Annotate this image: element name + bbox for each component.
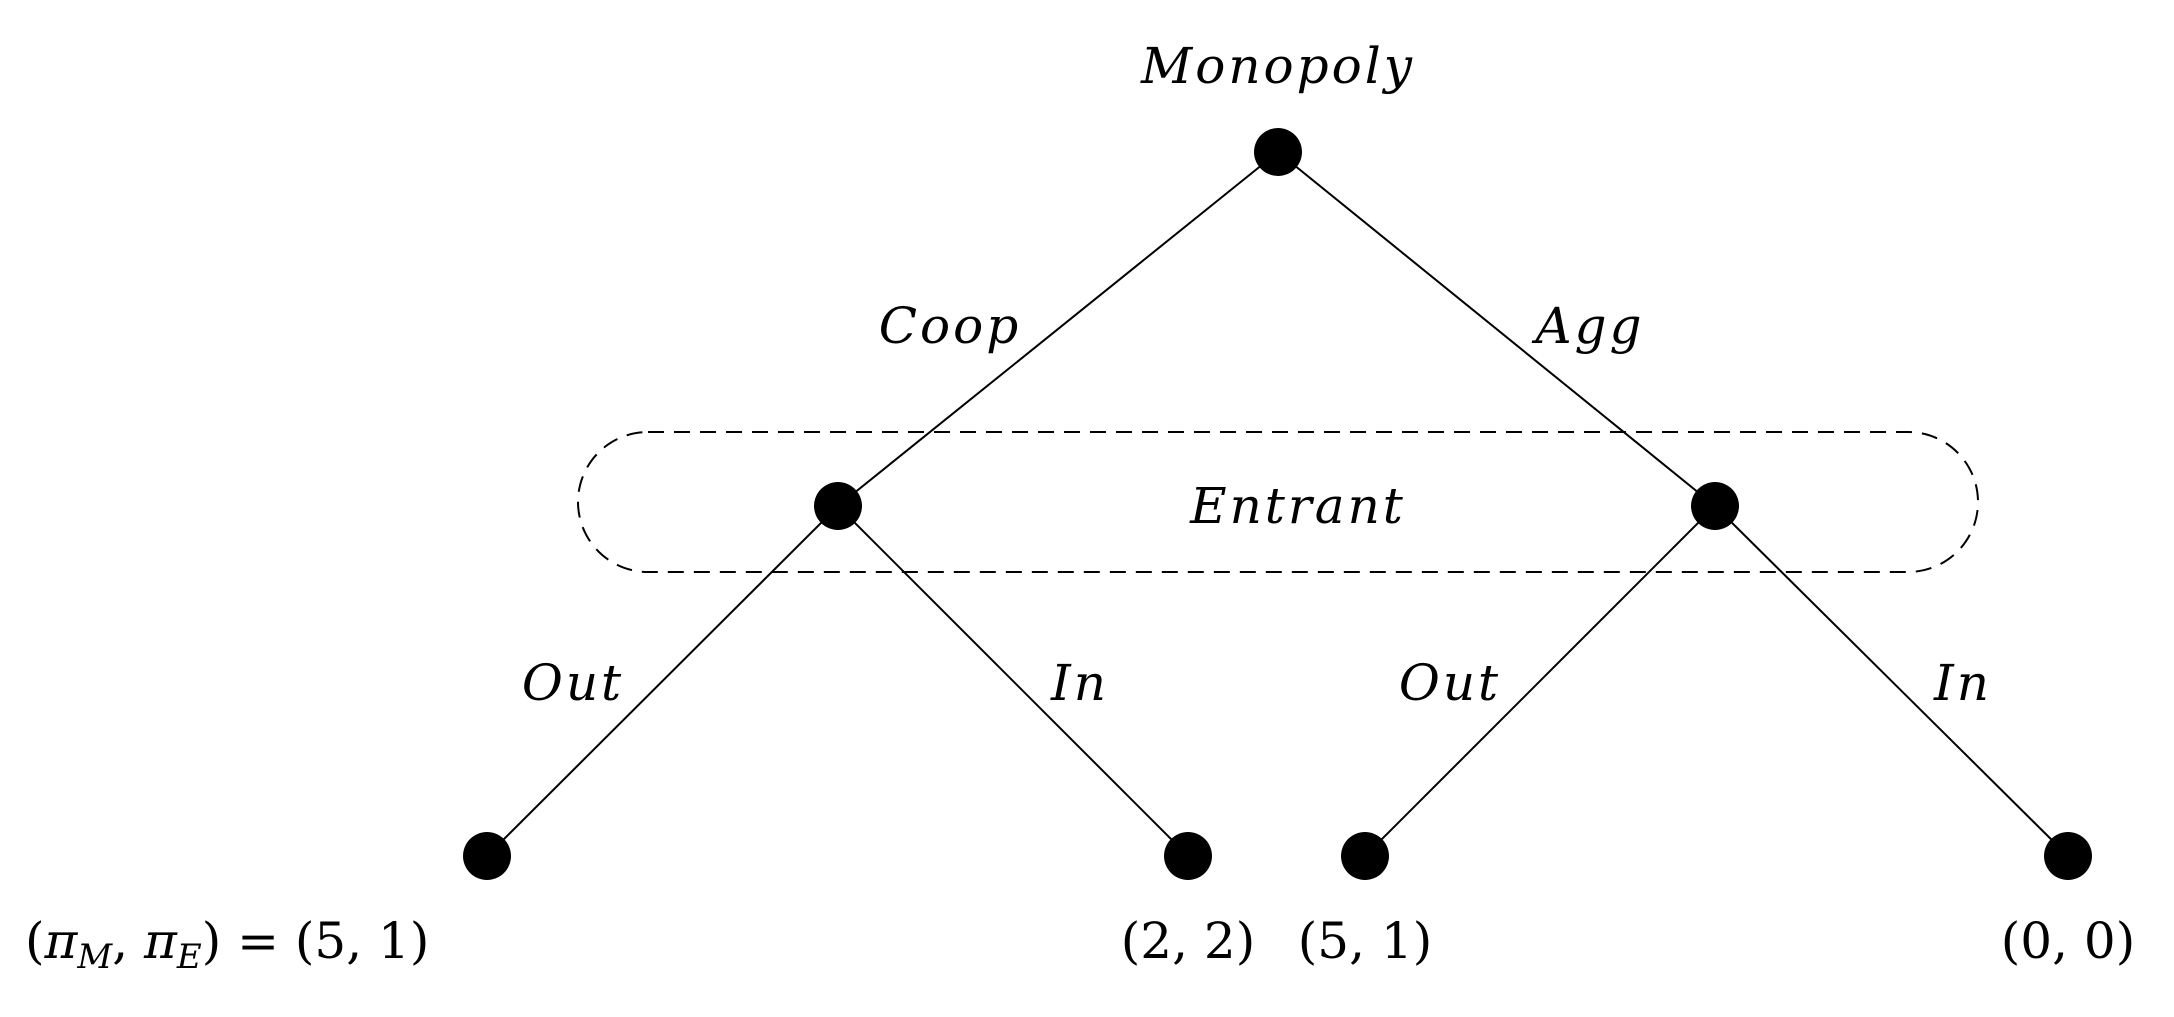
payoff-agg-in: (0, 0)	[2001, 912, 2135, 970]
entrant-node-agg	[1691, 482, 1739, 530]
action-label-coop-in: In	[1050, 654, 1109, 712]
edge-coop-out	[486, 505, 839, 857]
action-label-coop-out: Out	[522, 654, 624, 712]
action-label-coop: Coop	[879, 297, 1021, 355]
action-label-agg-out: Out	[1399, 654, 1501, 712]
terminal-node-agg-out	[1341, 832, 1389, 880]
edge-coop	[837, 151, 1279, 507]
action-label-agg: Agg	[1531, 297, 1644, 355]
edge-agg	[1277, 151, 1716, 507]
payoff-coop-in: (2, 2)	[1121, 912, 1255, 970]
root-player-label: Monopoly	[1140, 37, 1415, 95]
payoff-coop-out: (πM, πE) = (5, 1)	[25, 912, 429, 977]
edge-coop-in	[837, 505, 1189, 857]
root-node	[1254, 128, 1302, 176]
action-label-agg-in: In	[1933, 654, 1992, 712]
edge-agg-in	[1714, 505, 2069, 857]
infoset-player-label: Entrant	[1189, 477, 1406, 535]
entrant-node-coop	[814, 482, 862, 530]
terminal-node-coop-in	[1164, 832, 1212, 880]
information-set-outline	[577, 431, 1979, 573]
terminal-node-coop-out	[463, 832, 511, 880]
payoff-agg-out: (5, 1)	[1298, 912, 1432, 970]
edge-agg-out	[1364, 505, 1716, 857]
terminal-node-agg-in	[2044, 832, 2092, 880]
